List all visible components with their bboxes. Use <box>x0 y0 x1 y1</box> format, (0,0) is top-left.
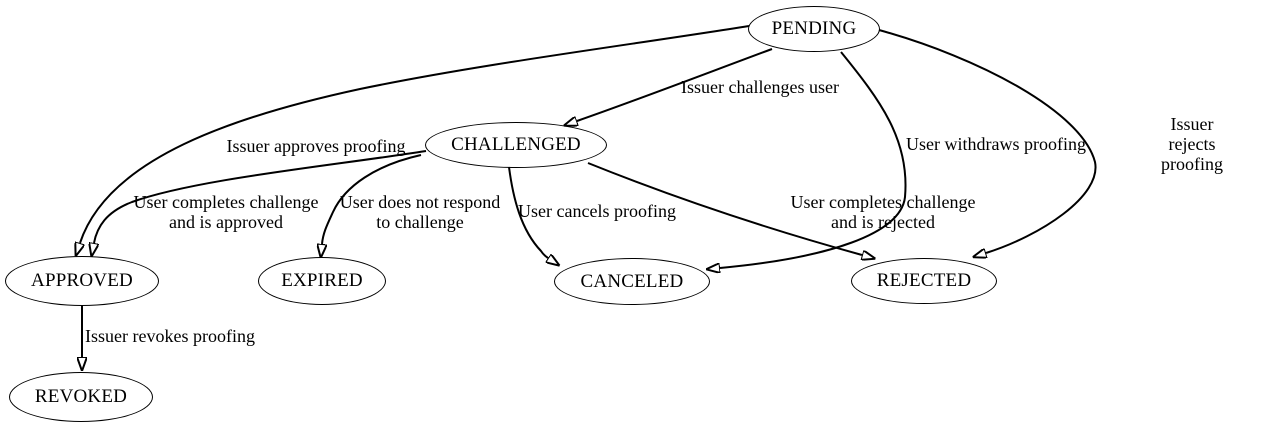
node-challenged-label: CHALLENGED <box>451 134 581 155</box>
node-rejected: REJECTED <box>851 258 997 304</box>
edge-challenged-approved <box>94 150 427 243</box>
node-expired-label: EXPIRED <box>281 270 363 291</box>
edge-label-user-withdraws-proofing: User withdraws proofing <box>906 134 1086 154</box>
edge-challenged-rejected <box>587 162 862 255</box>
edge-label-issuer-rejects-proofing: Issuer rejects proofing <box>1161 114 1223 174</box>
edge-label-user-cancels-proofing: User cancels proofing <box>518 201 676 221</box>
node-pending-label: PENDING <box>771 18 857 39</box>
node-challenged: CHALLENGED <box>425 122 607 168</box>
edge-label-issuer-approves-proofing: Issuer approves proofing <box>226 136 406 156</box>
edge-label-user-completes-challenge-approved: User completes challenge and is approved <box>133 192 319 232</box>
edge-challenged-canceled <box>508 166 548 258</box>
node-pending: PENDING <box>748 6 880 52</box>
node-canceled-label: CANCELED <box>580 270 684 292</box>
node-expired: EXPIRED <box>258 257 386 305</box>
edge-label-user-does-not-respond: User does not respond to challenge <box>339 192 501 232</box>
edge-label-issuer-revokes-proofing: Issuer revokes proofing <box>85 326 255 346</box>
edge-challenged-expired <box>322 154 422 244</box>
node-revoked: REVOKED <box>9 372 153 422</box>
edge-pending-approved <box>80 25 750 243</box>
edge-label-issuer-challenges-user: Issuer challenges user <box>681 77 839 97</box>
edge-label-user-completes-challenge-rejected: User completes challenge and is rejected <box>790 192 976 232</box>
node-rejected-label: REJECTED <box>876 270 972 291</box>
node-canceled: CANCELED <box>554 258 710 305</box>
node-approved-label: APPROVED <box>31 270 133 291</box>
edge-pending-canceled <box>720 51 907 268</box>
node-revoked-label: REVOKED <box>34 386 128 407</box>
node-approved: APPROVED <box>5 256 159 306</box>
edge-pending-challenged <box>577 48 773 121</box>
edge-pending-rejected <box>878 29 1097 253</box>
